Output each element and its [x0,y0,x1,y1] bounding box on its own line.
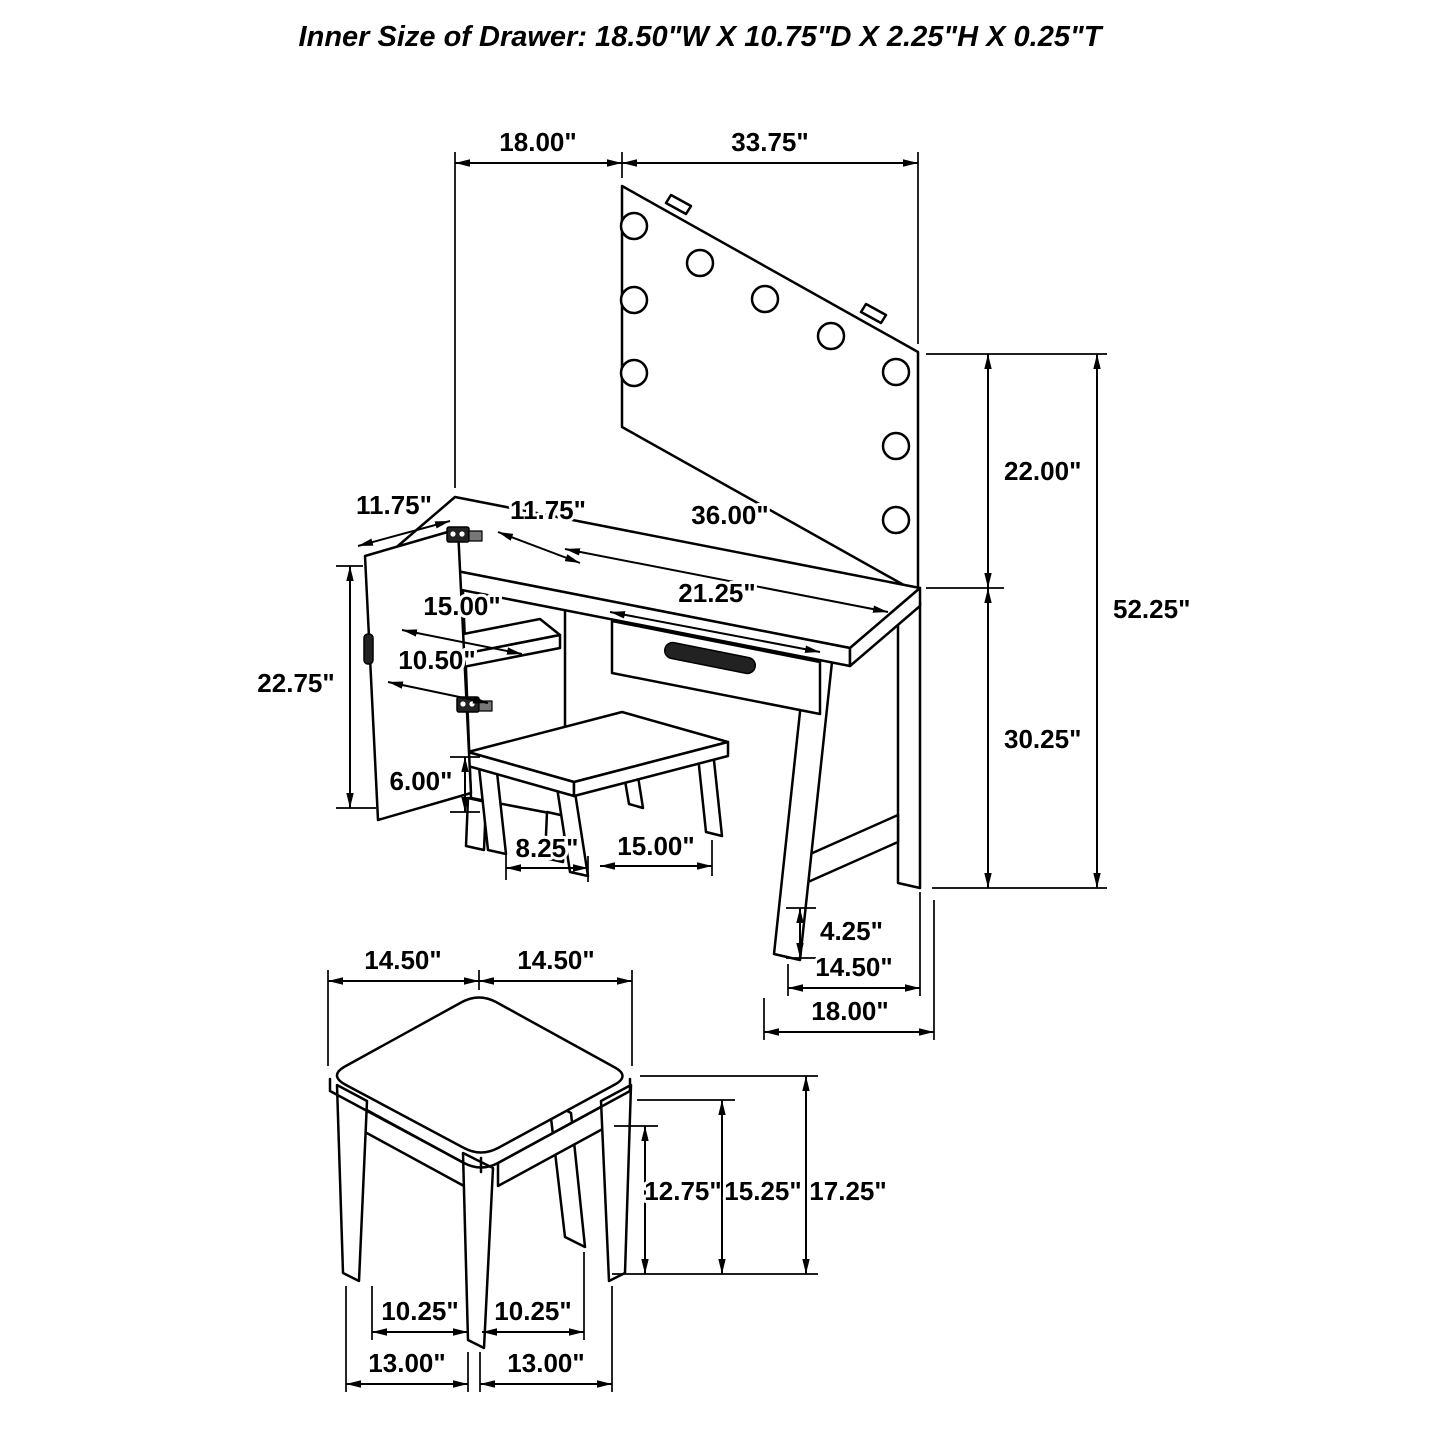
mirror-clip-left [664,193,693,216]
clearance-label: 6.00" [390,766,453,796]
desk-back-right-leg [896,595,922,890]
cabinet-left-foot [464,796,488,852]
dim-stool-seat-bottom-to-floor: 15.25" [637,1099,805,1274]
dim-stool-seat-height: 17.25" [640,1075,890,1274]
total-height-label: 52.25" [1113,594,1190,624]
dim-mirror-offset: 18.00" [454,124,623,488]
dimension-annotations: 18.00" 33.75" 22.00" 30.25" 52.25" 11.75… [254,124,1193,1392]
stool-under-width-label: 15.00" [617,831,694,861]
cabinet-door [363,526,493,822]
dim-leg-foot-height: 4.25" [786,907,886,959]
stool-apron-to-floor-label: 12.75" [644,1176,721,1206]
light-bulbs [619,211,911,535]
door-width-label: 11.75" [356,490,432,520]
mirror-offset-label: 18.00" [499,127,576,157]
dim-desktop-width: 36.00" [564,497,889,613]
stool-leg-gap-label: 8.25" [516,833,579,863]
desk-height-label: 30.25" [1004,724,1081,754]
dim-stool-leg-gap: 8.25" [505,830,589,882]
desk-base-depth-label: 18.00" [811,996,888,1026]
dim-mirror-height: 22.00" [926,353,1107,589]
dim-drawer-front-width: 21.25" [609,575,821,653]
desktop-right-edge [848,586,922,668]
dim-stool-inner-span-right: 10.25" [482,1252,585,1340]
stool-detail-view [328,996,633,1350]
mirror-height-label: 22.00" [1004,456,1081,486]
desktop-width-label: 36.00" [691,500,768,530]
dim-stool-outer-span-right: 13.00" [479,1286,613,1392]
dim-desk-base-depth: 18.00" [763,900,935,1040]
dim-stool-top-width: 14.50" [479,942,633,1066]
leg-foot-height-label: 4.25" [820,916,883,946]
dim-door-height: 22.75" [254,565,376,809]
stool-top-depth-label: 14.50" [364,945,441,975]
stretcher-span-label: 14.50" [815,952,892,982]
stool-inner-span-left-label: 10.25" [381,1296,458,1326]
desktop-depth-label: 11.75" [510,495,586,525]
door-height-label: 22.75" [257,668,334,698]
stool-seat-rim-right [572,740,730,798]
dim-stool-under-width: 15.00" [600,828,713,876]
dim-desk-height: 30.25" [932,588,1107,889]
cabinet-right-foot [543,810,567,864]
detail-stool-left-leg [335,1083,369,1283]
dim-clearance: 6.00" [387,756,480,813]
detail-stool-front-leg [461,1151,495,1350]
stool-seat-height-label: 17.25" [809,1176,886,1206]
dim-total-height: 52.25" [1093,354,1193,888]
shelf-width-label: 15.00" [423,591,500,621]
dim-shelf-width: 15.00" [401,588,523,655]
dim-stool-outer-span-left: 13.00" [345,1286,469,1392]
detail-stool-right-leg [599,1083,633,1283]
mirror-clip-right [859,302,888,325]
dim-desktop-depth: 11.75" [497,492,589,564]
dim-mirror-width: 33.75" [622,124,919,344]
drawing-title: Inner Size of Drawer: 18.50"W X 10.75"D … [299,21,1104,53]
stool-inner-span-right-label: 10.25" [494,1296,571,1326]
dim-shelf-depth: 10.50" [387,642,489,704]
stool-outer-span-right-label: 13.00" [507,1348,584,1378]
dim-stretcher-span: 14.50" [787,892,921,996]
mirror-frame [620,184,920,595]
detail-stool-seat-top [335,996,624,1154]
stool-outer-span-left-label: 13.00" [368,1348,445,1378]
door-handle [363,633,374,665]
dim-stool-inner-span-left: 10.25" [371,1286,468,1340]
door-hinge-top [446,526,483,543]
desk-side-stretcher [806,813,900,884]
vanity-mirror [619,184,920,595]
dim-door-width: 11.75" [353,487,451,547]
under-desk-stool [466,710,730,878]
mirror-width-label: 33.75" [731,127,808,157]
drawer-front-width-label: 21.25" [678,578,755,608]
detail-stool-seat-rim [328,1077,632,1174]
stool-top-width-label: 14.50" [517,945,594,975]
stool-seat-bottom-to-floor-label: 15.25" [724,1176,801,1206]
dim-stool-apron-to-floor: 12.75" [612,1125,818,1275]
shelf-depth-label: 10.50" [398,645,475,675]
